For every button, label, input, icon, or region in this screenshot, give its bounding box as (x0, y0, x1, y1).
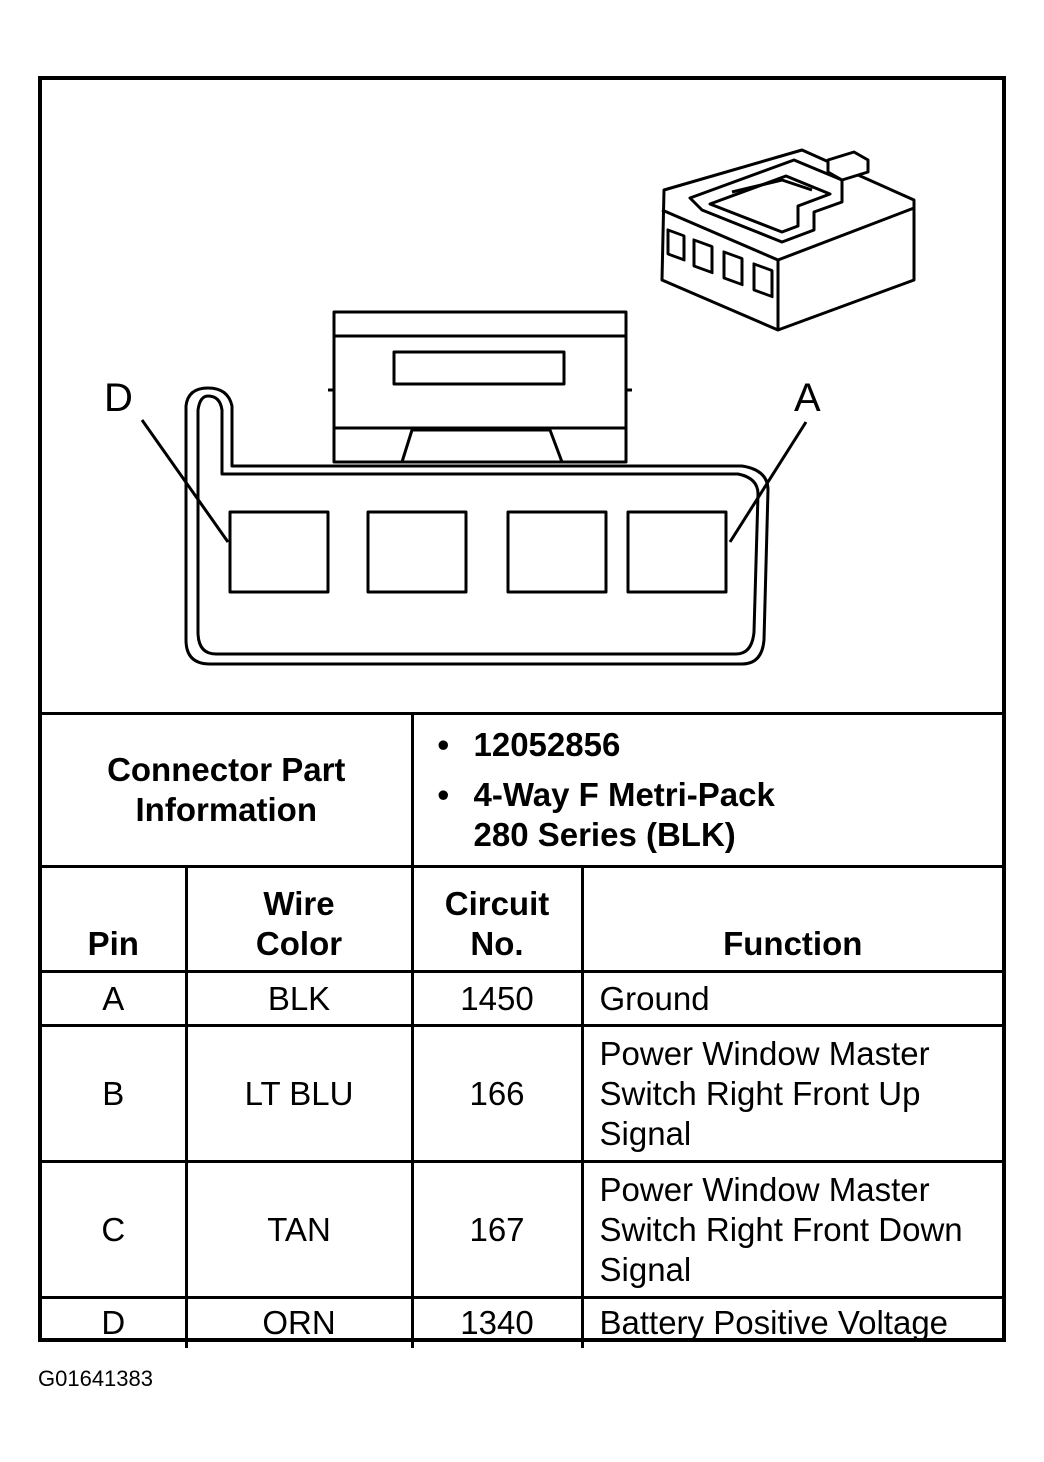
connector-info-values: 12052856 4-Way F Metri-Pack 280 Series (… (410, 712, 1003, 868)
part-number: 12052856 (438, 725, 1003, 765)
leader-line-a (728, 421, 808, 543)
pinout-table: Connector Part Information 12052856 4-Wa… (42, 712, 1002, 1348)
table-row: C TAN 167 Power Window Master Switch Rig… (42, 1160, 1002, 1299)
cavity-c (366, 510, 468, 594)
cavity-d (228, 510, 330, 594)
circuit-cell: 167 (410, 1160, 584, 1299)
wire-color-cell: BLK (184, 970, 414, 1027)
wire-color-cell: LT BLU (184, 1024, 414, 1163)
connector-description: 4-Way F Metri-Pack 280 Series (BLK) (438, 775, 1003, 855)
pin-cell: D (42, 1296, 188, 1348)
table-row: D ORN 1340 Battery Positive Voltage (42, 1296, 1002, 1348)
connector-figure-frame: D A Connector Part Information 12052856 … (38, 76, 1006, 1348)
connector-face-view (140, 310, 808, 666)
pin-label-a: A (794, 376, 821, 420)
header-pin: Pin (42, 865, 188, 973)
cavity-a (626, 510, 728, 594)
connector-3d-view (660, 148, 916, 332)
circuit-cell: 166 (410, 1024, 584, 1163)
table-row: A BLK 1450 Ground (42, 970, 1002, 1027)
circuit-cell: 1340 (410, 1296, 584, 1348)
pin-label-d: D (104, 376, 133, 420)
connector-info-label: Connector Part Information (42, 712, 414, 868)
figure-id: G01641383 (38, 1366, 153, 1391)
function-cell: Ground (580, 970, 1002, 1027)
function-cell: Battery Positive Voltage (580, 1296, 1002, 1348)
pin-cell: C (42, 1160, 188, 1299)
leader-line-d (140, 419, 230, 543)
connector-info-row: Connector Part Information 12052856 4-Wa… (42, 712, 1003, 868)
header-function: Function (580, 865, 1002, 973)
table-row: B LT BLU 166 Power Window Master Switch … (42, 1024, 1002, 1163)
function-cell: Power Window Master Switch Right Front U… (580, 1024, 1002, 1163)
function-cell: Power Window Master Switch Right Front D… (580, 1160, 1002, 1299)
circuit-cell: 1450 (410, 970, 584, 1027)
wire-color-cell: TAN (184, 1160, 414, 1299)
header-circuit-no: Circuit No. (410, 865, 584, 973)
table-header-row: Pin Wire Color Circuit No. Function (42, 865, 1002, 973)
wire-color-cell: ORN (184, 1296, 414, 1348)
pin-cell: A (42, 970, 188, 1027)
connector-diagram: D A (42, 80, 1002, 716)
pin-cell: B (42, 1024, 188, 1163)
header-wire-color: Wire Color (184, 865, 414, 973)
cavity-b (506, 510, 608, 594)
connector-drawing (140, 148, 916, 666)
